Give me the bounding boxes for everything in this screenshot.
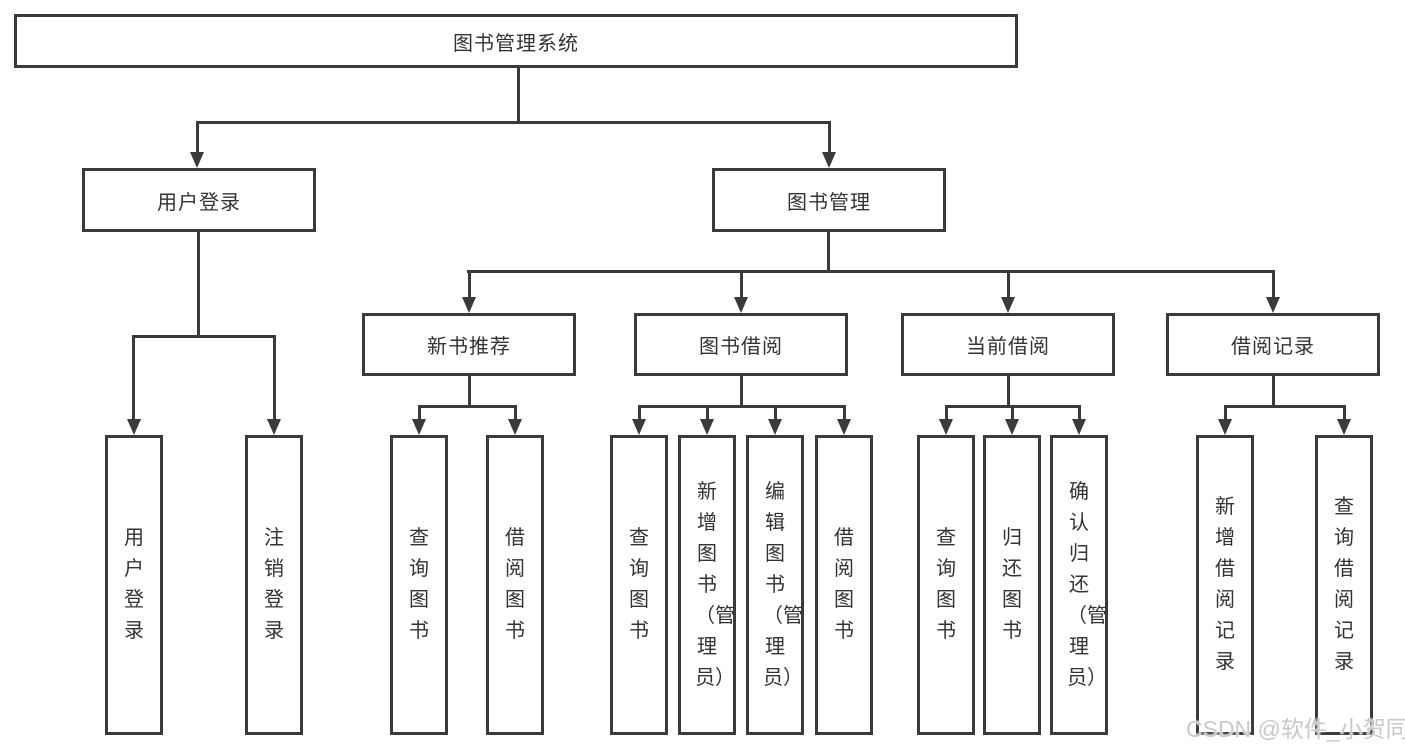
connector-vline [196,121,199,154]
connector-hline [196,121,831,124]
connector-vline [273,335,276,421]
leaf-recommend-borrow-books: 借阅图书 [486,435,544,735]
connector-vline [828,121,831,154]
connector-hline [467,270,1275,273]
connector-hline [132,335,276,338]
connector-hline [638,405,846,408]
node-label: 用户登录 [124,527,144,642]
node-book-management: 图书管理 [712,168,946,232]
arrow-down-icon [632,419,646,435]
node-label: 查询图书 [409,527,429,642]
node-label: 借阅记录 [1231,336,1315,358]
leaf-confirm-return-admin: 确认归还（管理员） [1050,435,1108,735]
arrow-down-icon [1072,419,1086,435]
leaf-user-login: 用户登录 [105,435,163,735]
leaf-borrowing-query-books: 查询图书 [610,435,668,735]
connector-hline [1224,405,1346,408]
arrow-down-icon [1218,419,1232,435]
connector-vline [517,68,520,124]
node-label: 查询图书 [936,527,956,642]
connector-vline [827,232,830,273]
node-label: 编辑图书（管理员） [763,480,803,689]
node-current-borrowing: 当前借阅 [901,313,1115,376]
node-label: 新增图书（管理员） [695,480,735,689]
node-root-library-system: 图书管理系统 [14,14,1018,68]
arrow-down-icon [837,419,851,435]
arrow-down-icon [1337,419,1351,435]
connector-vline [774,405,777,421]
leaf-add-books-admin: 新增图书（管理员） [678,435,736,735]
connector-vline [1272,270,1275,299]
leaf-recommend-query-books: 查询图书 [390,435,448,735]
connector-vline [132,335,135,421]
node-label: 新增借阅记录 [1215,496,1235,673]
node-book-borrowing: 图书借阅 [634,313,848,376]
node-label: 查询借阅记录 [1334,496,1354,673]
node-label: 用户登录 [157,191,241,214]
arrow-down-icon [768,419,782,435]
node-label: 注销登录 [264,527,284,642]
arrow-down-icon [1005,419,1019,435]
arrow-down-icon [822,152,836,168]
node-label: 图书管理系统 [453,32,579,55]
connector-vline [1343,405,1346,421]
connector-vline [740,376,743,408]
node-user-login: 用户登录 [82,168,316,232]
arrow-down-icon [1001,297,1015,313]
connector-vline [706,405,709,421]
connector-vline [1224,405,1227,421]
connector-vline [1007,376,1010,408]
connector-vline [945,405,948,421]
connector-hline [418,405,517,408]
connector-vline [1078,405,1081,421]
node-borrowing-records: 借阅记录 [1166,313,1380,376]
connector-vline [514,405,517,421]
connector-vline [1011,405,1014,421]
node-label: 借阅图书 [505,527,525,642]
node-label: 查询图书 [629,527,649,642]
arrow-down-icon [939,419,953,435]
arrow-down-icon [267,419,281,435]
leaf-return-books: 归还图书 [983,435,1041,735]
arrow-down-icon [412,419,426,435]
arrow-down-icon [127,419,141,435]
node-label: 图书管理 [787,191,871,214]
node-label: 借阅图书 [834,527,854,642]
leaf-edit-books-admin: 编辑图书（管理员） [746,435,804,735]
arrow-down-icon [508,419,522,435]
arrow-down-icon [734,297,748,313]
connector-vline [843,405,846,421]
connector-vline [197,232,200,338]
connector-vline [740,270,743,299]
leaf-add-borrow-record: 新增借阅记录 [1196,435,1254,735]
leaf-query-borrow-record: 查询借阅记录 [1315,435,1373,735]
node-label: 确认归还（管理员） [1067,480,1107,689]
node-label: 图书借阅 [699,336,783,358]
arrow-down-icon [190,152,204,168]
connector-vline [1272,376,1275,408]
connector-vline [418,405,421,421]
leaf-borrowing-borrow-books: 借阅图书 [815,435,873,735]
leaf-current-query-books: 查询图书 [917,435,975,735]
csdn-watermark: CSDN @软件_小贺同学 [1186,716,1405,742]
connector-vline [468,376,471,408]
node-label: 当前借阅 [966,336,1050,358]
connector-vline [1007,270,1010,299]
arrow-down-icon [1266,297,1280,313]
arrow-down-icon [700,419,714,435]
connector-vline [638,405,641,421]
node-new-book-recommend: 新书推荐 [362,313,576,376]
node-label: 归还图书 [1002,527,1022,642]
leaf-logout: 注销登录 [245,435,303,735]
connector-vline [468,270,471,299]
arrow-down-icon [462,297,476,313]
node-label: 新书推荐 [427,336,511,358]
